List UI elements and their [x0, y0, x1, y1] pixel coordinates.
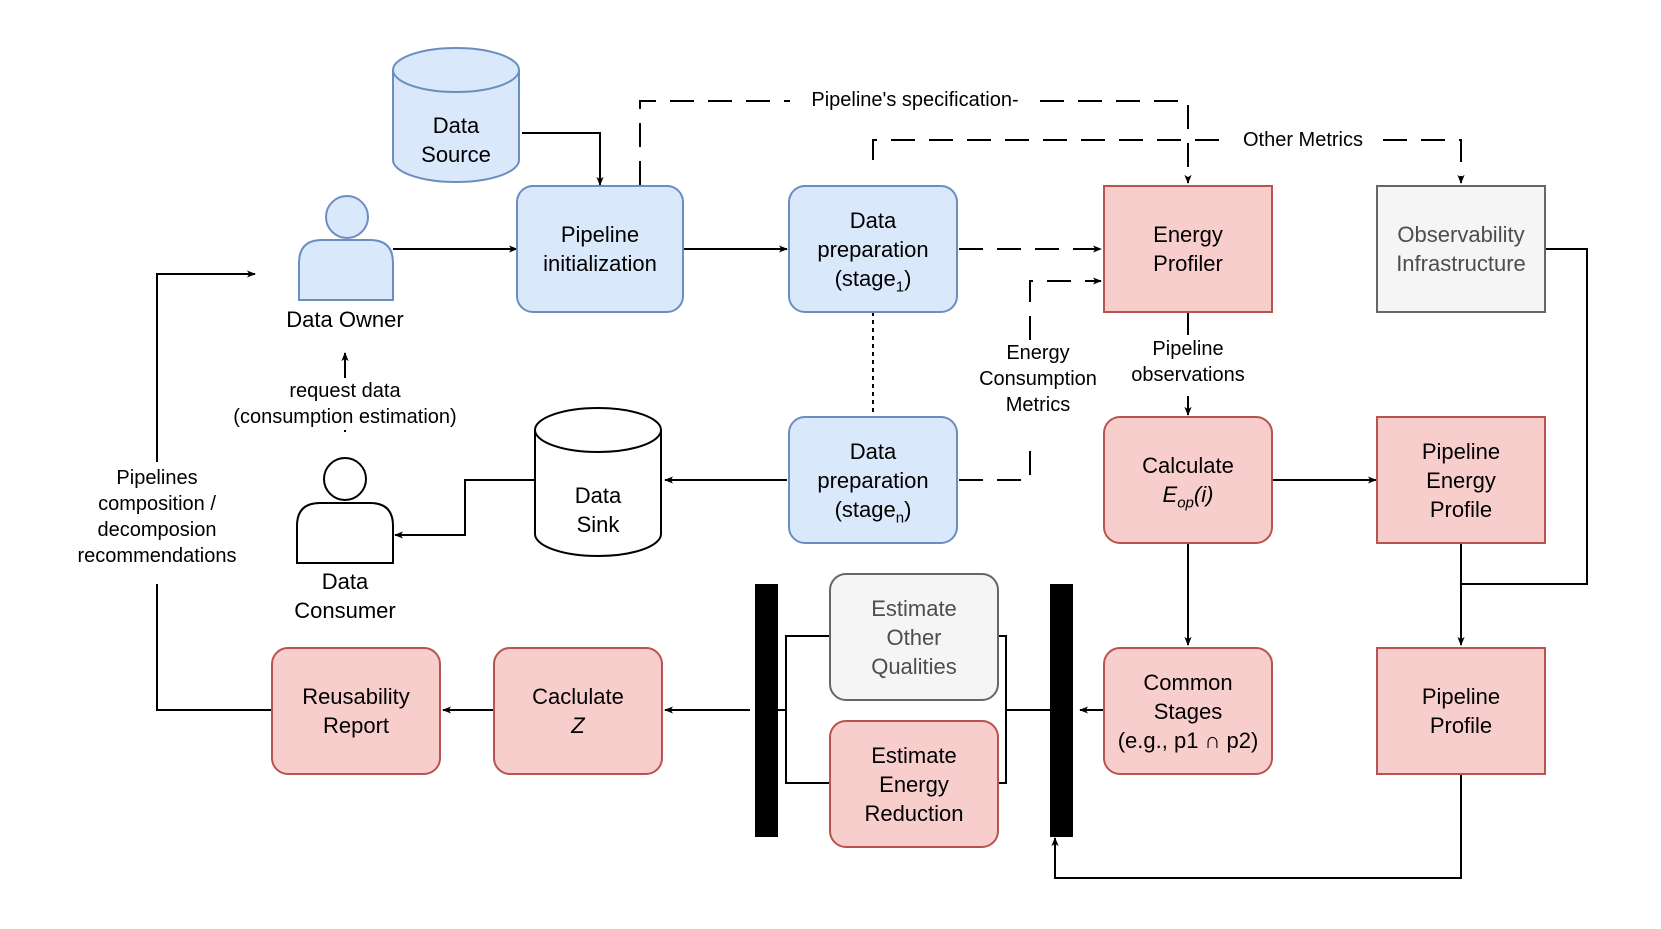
data-consumer-person-icon[interactable] [296, 457, 394, 564]
pipeline-energy-profile-box[interactable] [1376, 416, 1546, 544]
edge-other-metrics [872, 139, 1223, 160]
data-sink-cylinder[interactable] [534, 407, 662, 557]
data-prep-1-label: Data preparation (stage1) [817, 207, 929, 295]
energy-profiler-box[interactable] [1103, 185, 1273, 313]
edge-profile-to-bar [1051, 774, 1462, 879]
edge-bar-to-estimates [998, 635, 1050, 784]
pipeline-profile-label: Pipeline Profile [1421, 684, 1501, 738]
common-stages-label: Common Stages (e.g., p1 ∩ p2) [1117, 669, 1259, 753]
edge-recommendation-up [156, 270, 256, 462]
common-stages-box[interactable] [1103, 647, 1273, 775]
request-data-label: request data (consumption estimation) [215, 378, 475, 430]
calculate-z-label: Caclulate Z [532, 684, 624, 738]
fork-bar-right [1050, 584, 1073, 837]
pipeline-profile-box[interactable] [1376, 647, 1546, 775]
data-prep-1-box[interactable] [788, 185, 958, 313]
pipeline-init-label: Pipeline initialization [543, 222, 657, 276]
energy-metrics-label: Energy Consumption Metrics [963, 340, 1113, 418]
calculate-eop-box[interactable] [1103, 416, 1273, 544]
data-source-cylinder[interactable] [392, 47, 520, 183]
data-owner-label: Data Owner [286, 306, 404, 332]
recommendations-label: Pipelines composition / decomposion reco… [57, 465, 257, 569]
pipeline-energy-profile-label: Pipeline Energy Profile [1421, 438, 1501, 522]
edge-other-metrics-2 [1383, 139, 1465, 184]
observability-box[interactable] [1376, 185, 1546, 313]
data-prep-n-box[interactable] [788, 416, 958, 544]
data-prep-n-label: Data preparation (stagen) [817, 438, 929, 526]
estimate-other-label: Estimate Other Qualities [871, 595, 957, 679]
data-source-label: Data Source [421, 113, 491, 167]
pipeline-init-box[interactable] [516, 185, 684, 313]
calculate-z-box[interactable] [493, 647, 663, 775]
data-consumer-label: Data Consumer [294, 569, 396, 623]
estimate-energy-label: Estimate Energy Reduction [864, 742, 964, 826]
edge-prepn-to-profiler [959, 440, 1031, 481]
reusability-report-box[interactable] [271, 647, 441, 775]
edge-pipeline-spec [639, 100, 790, 185]
reusability-report-label: Reusability Report [302, 684, 410, 738]
edge-energy-metrics-up [1029, 277, 1102, 340]
pipeline-observations-label: Pipeline observations [1113, 336, 1263, 388]
edge-source-to-init [522, 132, 604, 186]
edge-estimates-to-bar [778, 635, 830, 784]
data-owner-person-icon[interactable] [298, 195, 394, 301]
observability-label: Observability Infrastructure [1396, 222, 1526, 276]
calculate-eop-label: Calculate Eop(i) [1142, 453, 1234, 512]
pipeline-spec-label: Pipeline's specification- [795, 87, 1035, 113]
edge-pipeline-spec-2 [1040, 100, 1192, 184]
estimate-energy-box[interactable] [829, 720, 999, 848]
join-bar-left [755, 584, 778, 837]
estimate-other-box[interactable] [829, 573, 999, 701]
edge-sink-to-consumer [394, 479, 535, 539]
data-sink-label: Data Sink [574, 483, 622, 537]
edge-observability-to-profile [1461, 248, 1588, 585]
other-metrics-label: Other Metrics [1228, 127, 1378, 153]
energy-profiler-label: Energy Profiler [1153, 222, 1223, 276]
edge-report-to-owner [156, 584, 271, 711]
